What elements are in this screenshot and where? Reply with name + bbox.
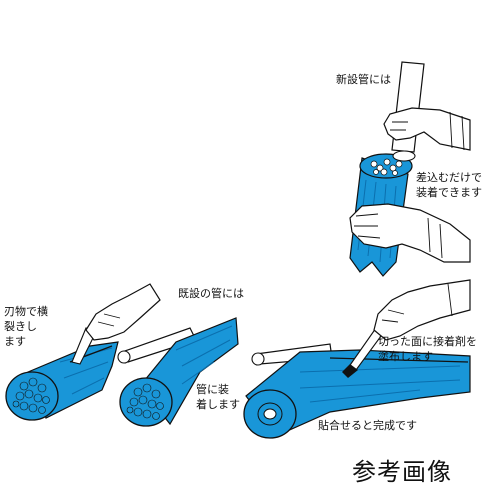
apply-adhesive-label: 切った面に接着剤を 塗布します — [378, 335, 477, 363]
upper-hand-icon — [383, 107, 471, 151]
fit-step-figure — [117, 317, 239, 427]
new-pipe-label: 新設管には — [336, 73, 391, 86]
cutting-hand-icon — [85, 283, 161, 341]
cut-with-blade-label: 刃物で横 裂きし ます — [4, 305, 48, 348]
cut-step-figure — [5, 283, 161, 421]
reference-image-watermark: 参考画像 — [352, 458, 452, 486]
stick-complete-label: 貼合せると完成です — [318, 419, 417, 432]
adhesive-step-figure — [243, 279, 471, 439]
new-pipe-step-figure — [349, 61, 471, 277]
fit-to-pipe-label: 管に装 着します — [196, 383, 240, 411]
existing-pipe-label: 既設の管には — [178, 287, 244, 300]
lower-hand-icon — [349, 203, 471, 263]
insert-only-label: 差込むだけで 装着できます — [416, 171, 482, 199]
brush-hand-icon — [373, 279, 471, 341]
